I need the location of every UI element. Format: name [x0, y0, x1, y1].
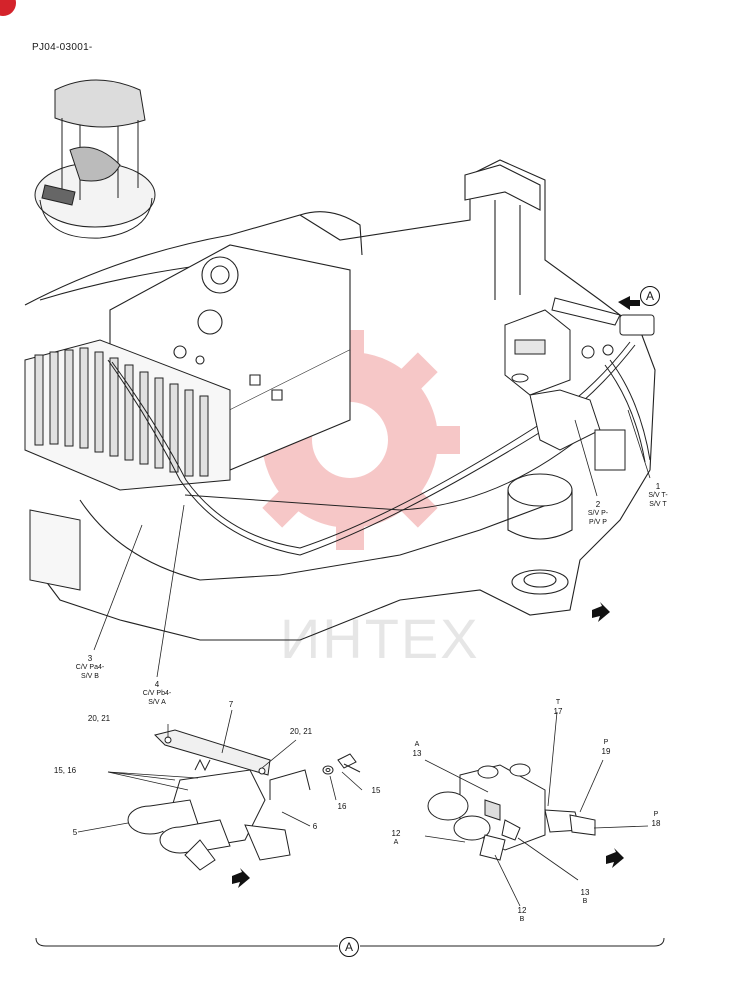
- corner-marker: [0, 0, 16, 16]
- upper-frame: [25, 160, 655, 640]
- callout-19: P 19: [598, 738, 614, 756]
- view-bracket: [36, 938, 664, 946]
- callout-2-number: 2: [595, 500, 601, 509]
- callout-13a-port: A: [414, 741, 420, 748]
- callout-1: 1 S/V T- S/V T: [640, 482, 676, 509]
- callout-6: 6: [312, 822, 318, 831]
- callout-3-line1: C/V Pa4-: [75, 664, 105, 671]
- callout-20-21-left: 20, 21: [87, 714, 111, 723]
- callout-5: 5: [72, 828, 78, 837]
- callout-1-line1: S/V T-: [648, 492, 668, 499]
- callout-12b-number: 12: [517, 906, 527, 915]
- callout-4-line2: S/V A: [148, 699, 166, 706]
- callout-4-number: 4: [154, 680, 160, 689]
- callout-20-21-right: 20, 21: [289, 727, 313, 736]
- detail-valve-left: [128, 730, 310, 870]
- callout-4: 4 C/V Pb4- S/V A: [136, 680, 178, 707]
- callout-19-port: P: [603, 739, 609, 746]
- detail-bolt: [323, 754, 360, 774]
- solenoid-valve-assembly: [505, 298, 654, 470]
- callout-15-16: 15, 16: [53, 766, 77, 775]
- detail-valve-right: [428, 764, 595, 860]
- callout-15: 15: [371, 786, 381, 795]
- callout-3-number: 3: [87, 654, 93, 663]
- callout-7: 7: [228, 700, 234, 709]
- callout-13b-port: B: [582, 898, 588, 905]
- callout-12a-number: 12: [391, 829, 401, 838]
- callout-16: 16: [337, 802, 347, 811]
- view-arrows: [232, 296, 640, 888]
- callout-2: 2 S/V P- P/V P: [580, 500, 616, 527]
- callout-17-port: T: [555, 699, 561, 706]
- view-marker-bottom: A: [339, 937, 359, 957]
- callout-18-number: 18: [651, 819, 661, 828]
- detail-leader-lines: [78, 710, 648, 906]
- callout-3: 3 C/V Pa4- S/V B: [70, 654, 110, 681]
- callout-12a-port: A: [393, 839, 399, 846]
- callout-13a-number: 13: [412, 749, 422, 758]
- callout-17-number: 17: [553, 707, 563, 716]
- callout-12b-port: B: [519, 916, 525, 923]
- callout-1-number: 1: [655, 482, 661, 491]
- callout-13b: 13 B: [577, 888, 593, 906]
- control-valve-stack: [25, 340, 230, 590]
- callout-1-line2: S/V T: [649, 501, 667, 508]
- document-code: PJ04-03001-: [32, 42, 93, 53]
- machine-inset-figure: [35, 80, 155, 238]
- callout-2-line1: S/V P-: [587, 510, 609, 517]
- callout-4-line1: C/V Pb4-: [142, 690, 172, 697]
- callout-12a: 12 A: [388, 829, 404, 847]
- view-marker-top: A: [640, 286, 660, 306]
- watermark-text: ИНТЕХ: [280, 607, 480, 670]
- callout-13b-number: 13: [580, 888, 590, 897]
- callout-13a: A 13: [410, 740, 424, 758]
- callout-2-line2: P/V P: [589, 519, 607, 526]
- callout-12b: 12 B: [514, 906, 530, 924]
- main-leader-lines: [94, 410, 650, 677]
- callout-17: T 17: [550, 698, 566, 716]
- callout-3-line2: S/V B: [81, 673, 99, 680]
- callout-18-port: P: [653, 811, 659, 818]
- callout-19-number: 19: [601, 747, 611, 756]
- callout-18: P 18: [648, 810, 664, 828]
